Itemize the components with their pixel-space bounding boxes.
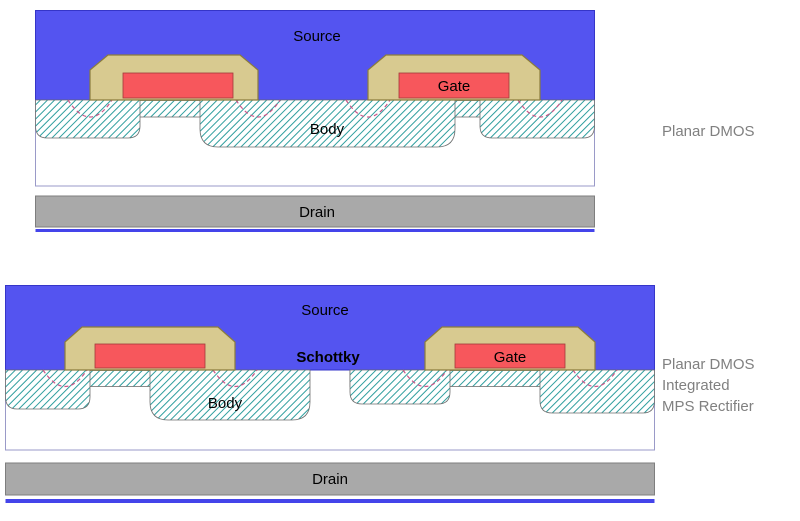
junction-arc — [402, 369, 448, 387]
backside-metal-line — [5, 499, 655, 503]
caption-planar-dmos: Planar DMOS — [662, 123, 755, 140]
body-well-left — [5, 369, 91, 410]
junction-arc — [572, 369, 618, 387]
body-well-center — [199, 99, 456, 148]
planar-dmos-mps-rectifier-diagram: Source Schottky Body Gate Drain — [5, 285, 655, 503]
gate-poly-left — [94, 343, 206, 369]
junction-arc — [42, 369, 88, 387]
body-well-left — [35, 99, 141, 139]
gate-label: Gate — [438, 78, 471, 95]
gate-poly-right — [398, 72, 510, 99]
body-label: Body — [310, 121, 345, 138]
schottky-label: Schottky — [296, 349, 360, 366]
junction-arc — [235, 99, 281, 118]
backside-metal-line — [35, 229, 595, 232]
body-well-right — [539, 369, 655, 414]
drain-region — [5, 462, 655, 496]
source-label: Source — [301, 302, 349, 319]
planar-dmos-diagram: Source Body Gate Drain — [35, 10, 595, 232]
body-label: Body — [208, 395, 243, 412]
caption-line: Planar DMOS — [662, 356, 755, 373]
body-well-mid — [349, 369, 451, 405]
gate-poly-right — [454, 343, 566, 369]
gate-label: Gate — [494, 349, 527, 366]
drain-region — [35, 195, 595, 228]
body-well-center — [149, 369, 311, 421]
junction-arc — [67, 99, 113, 118]
caption-line: Integrated — [662, 377, 730, 394]
junction-arc — [517, 99, 563, 118]
caption-mps-rectifier: Planar DMOS Integrated MPS Rectifier — [662, 354, 755, 417]
body-well-right — [479, 99, 595, 139]
drain-label: Drain — [312, 471, 348, 488]
source-label: Source — [293, 28, 341, 45]
drain-label: Drain — [299, 204, 335, 221]
junction-arc — [345, 99, 391, 118]
gate-poly-left — [122, 72, 234, 99]
junction-arc — [212, 369, 258, 387]
caption-line: MPS Rectifier — [662, 398, 754, 415]
